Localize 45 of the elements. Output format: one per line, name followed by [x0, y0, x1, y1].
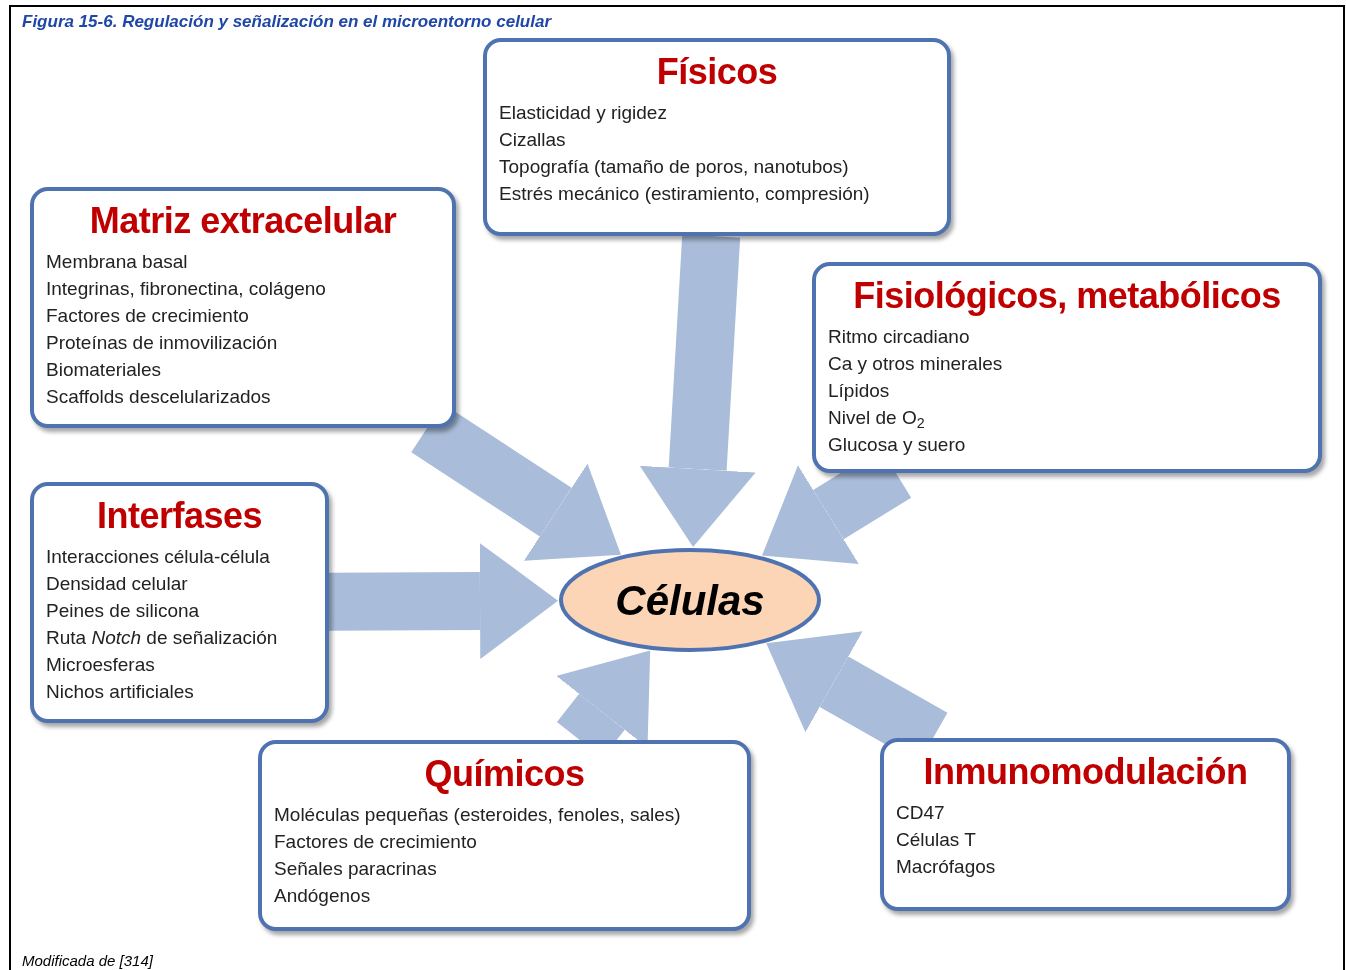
list-item: Elasticidad y rigidez: [499, 101, 668, 126]
list-item: Estrés mecánico (estiramiento, compresión): [499, 182, 871, 207]
list-item: Scaffolds descelularizados: [46, 385, 272, 410]
list-item: Células T: [896, 828, 977, 853]
list-item: Ruta Notch de señalización: [46, 626, 279, 651]
block-arrow: [328, 543, 559, 660]
list-item: Factores de crecimiento: [274, 830, 478, 855]
list-item: Nivel de O$_{2}$: [828, 406, 926, 432]
list-item: Lípidos: [828, 379, 891, 404]
factor-box: [880, 738, 1291, 911]
node-title: Células: [615, 575, 765, 626]
list-item: Interacciones célula-célula: [46, 545, 271, 570]
factor-box: [258, 740, 751, 931]
list-item: Nichos artificiales: [46, 680, 195, 705]
list-item: CD47: [896, 801, 946, 826]
factor-box: [30, 187, 456, 428]
list-item: Microesferas: [46, 653, 156, 678]
list-item: Densidad celular: [46, 572, 189, 597]
box-heading: Fisiológicos, metabólicos: [852, 274, 1282, 318]
list-item: Señales paracrinas: [274, 857, 438, 882]
list-item: Biomateriales: [46, 358, 163, 383]
factor-box: [483, 38, 951, 236]
list-item: Andógenos: [274, 884, 372, 909]
factor-box: [812, 262, 1322, 473]
list-item: Factores de crecimiento: [46, 304, 250, 329]
list-item: Integrinas, fibronectina, colágeno: [46, 277, 327, 302]
figure-title: Figura 15-6. Regulación y señalización en el microentorno celular: [22, 11, 552, 33]
figure-caption: Modificada de [314]: [22, 951, 153, 970]
list-item: Macrófagos: [896, 855, 997, 880]
factor-box: [30, 482, 329, 723]
box-heading: Físicos: [655, 50, 779, 94]
list-item: Glucosa y suero: [828, 433, 967, 458]
list-item: Peines de silicona: [46, 599, 201, 624]
list-item: Cizallas: [499, 128, 567, 153]
block-arrow: [639, 234, 756, 549]
box-heading: Interfases: [95, 494, 264, 538]
box-heading: Matriz extracelular: [88, 199, 398, 243]
box-heading: Químicos: [423, 752, 586, 796]
list-item: Moléculas pequeñas (esteroides, fenoles, sales): [274, 803, 682, 828]
list-item: Ritmo circadiano: [828, 325, 971, 350]
list-item: Topografía (tamaño de poros, nanotubos): [499, 155, 850, 180]
list-item: Ca y otros minerales: [828, 352, 1004, 377]
list-item: Proteínas de inmovilización: [46, 331, 279, 356]
box-heading: Inmunomodulación: [922, 750, 1249, 794]
list-item: Membrana basal: [46, 250, 189, 275]
